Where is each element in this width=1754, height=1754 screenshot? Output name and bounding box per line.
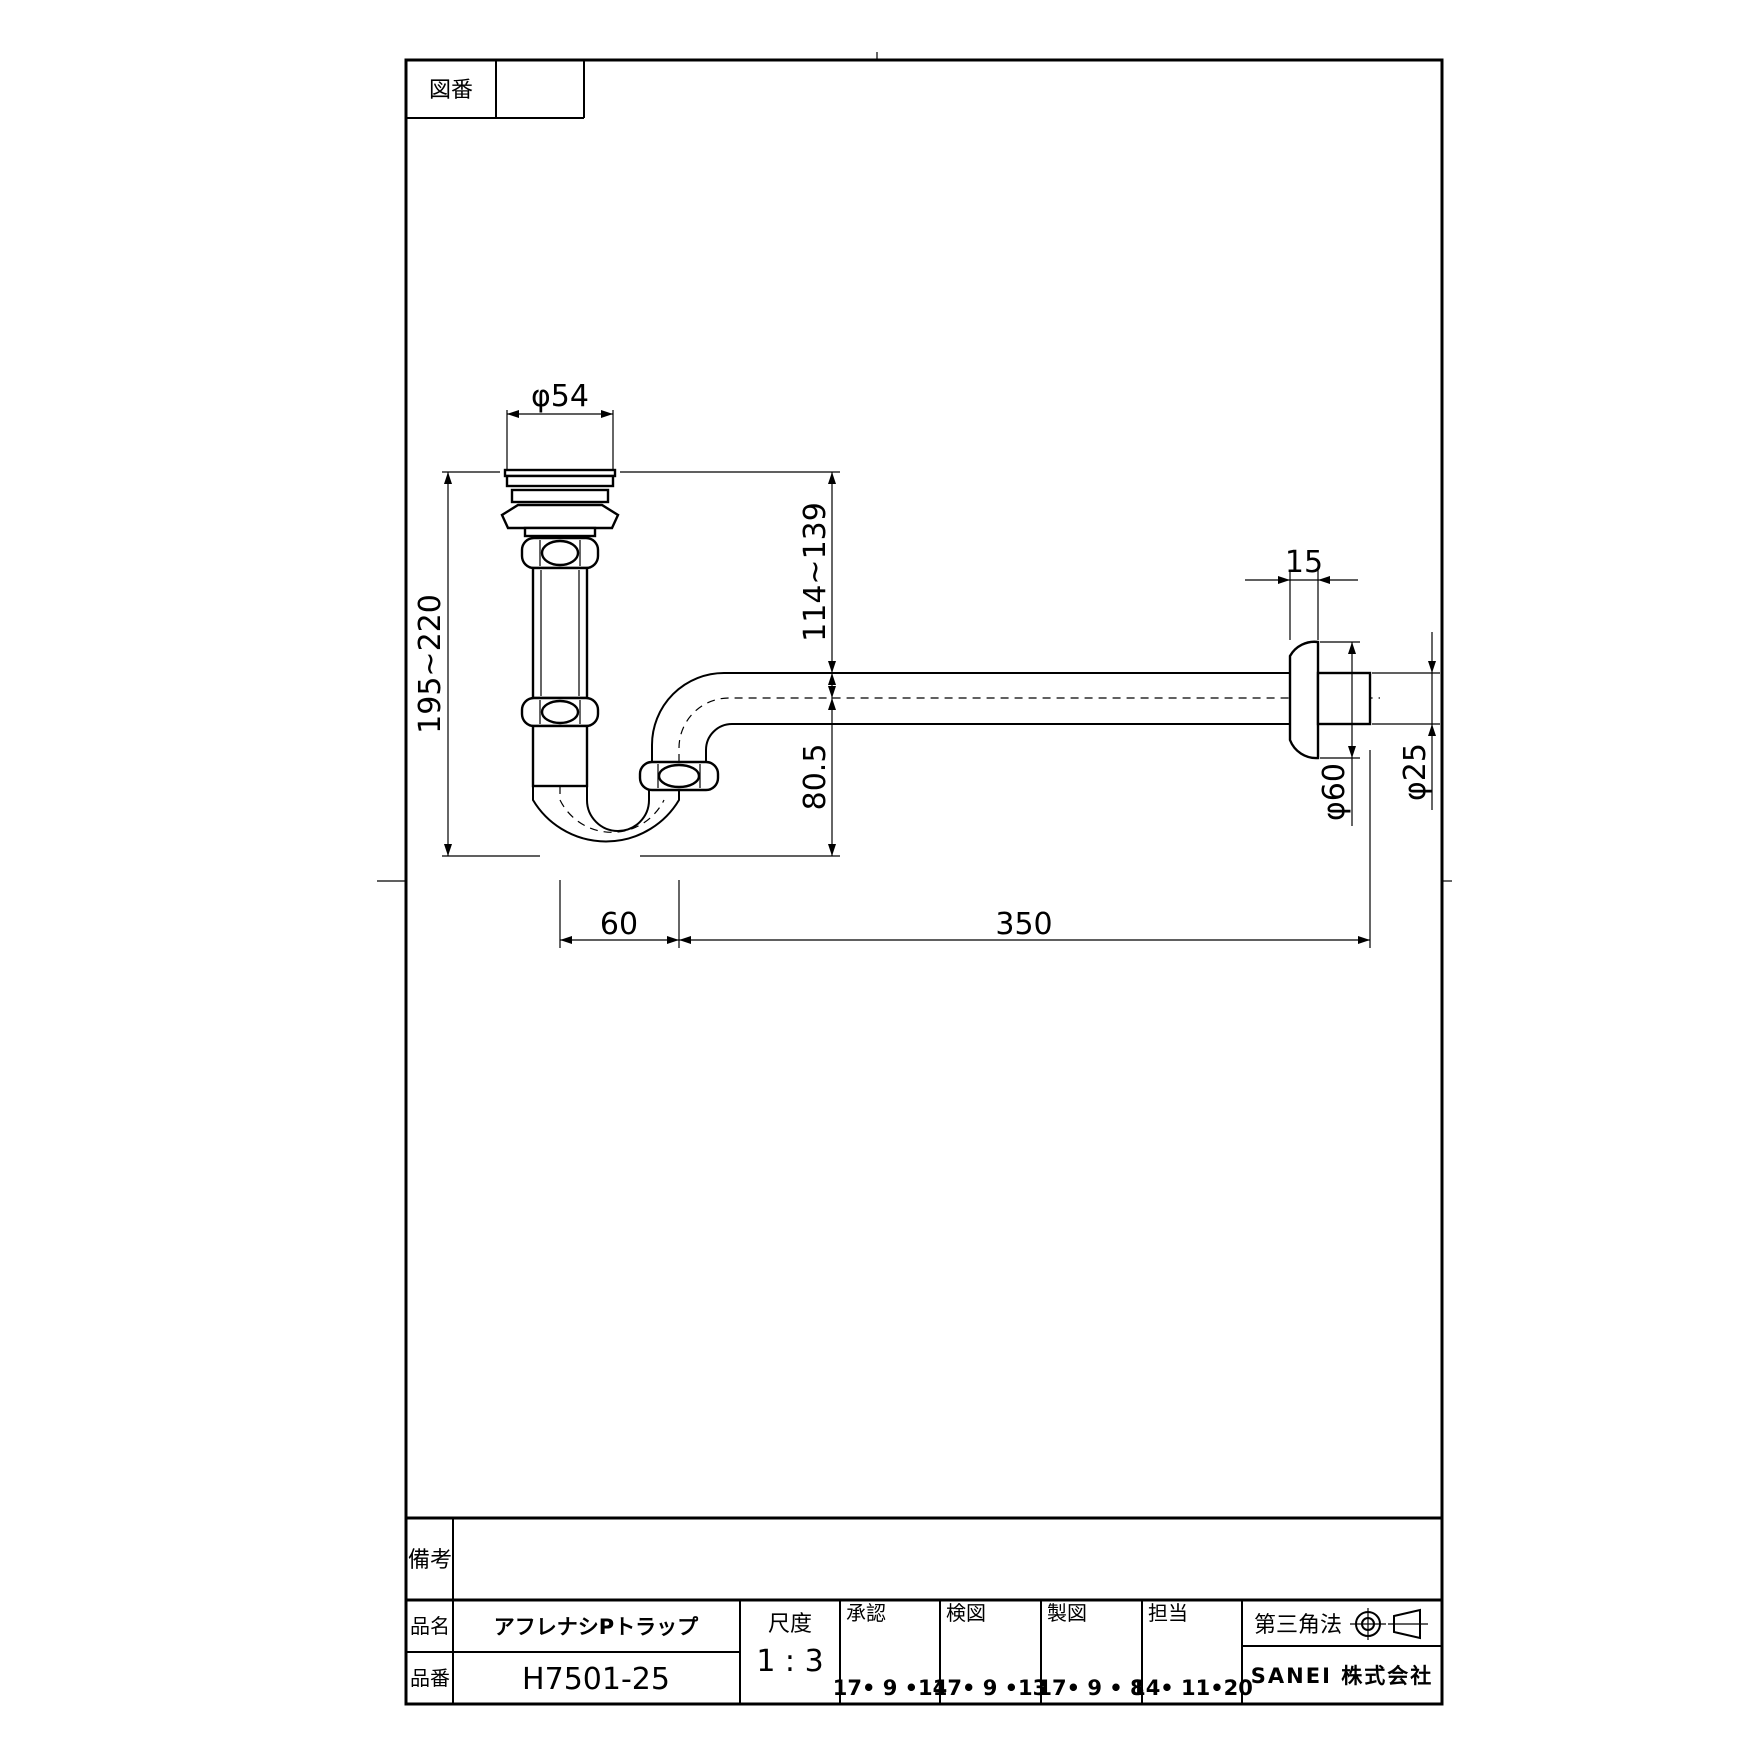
dim-top-diameter: φ54 xyxy=(531,379,589,414)
elbow-outer xyxy=(651,672,1290,762)
u-bend-inner xyxy=(586,780,650,832)
dim-pipe-diameter: φ25 xyxy=(1398,743,1433,801)
middle-nut xyxy=(520,696,600,728)
p-trap-drawing xyxy=(500,468,1380,843)
dim-upper-height: 114~139 xyxy=(798,502,833,642)
u-bend-outer xyxy=(532,780,680,843)
third-angle-projection-symbol xyxy=(1350,1608,1428,1640)
product-number-label: 品番 xyxy=(410,1666,450,1690)
upper-nut xyxy=(520,536,600,570)
u-bend-centerline xyxy=(559,786,665,833)
check-date: 17• 9 •13 xyxy=(933,1676,1048,1700)
remarks-label: 備考 xyxy=(408,1548,452,1573)
person-date: 14• 11•20 xyxy=(1131,1676,1253,1700)
check-label: 検図 xyxy=(946,1601,986,1625)
person-label: 担当 xyxy=(1148,1601,1188,1625)
wall-flange xyxy=(1288,640,1320,760)
approval-label: 承認 xyxy=(846,1601,886,1625)
company-name: SANEI 株式会社 xyxy=(1251,1664,1433,1688)
drawing-number-box: 図番 xyxy=(406,60,585,119)
drawing-number-label: 図番 xyxy=(429,78,473,103)
top-cap xyxy=(505,474,615,488)
pipe-centerline xyxy=(678,697,1380,762)
dimensions: φ54 195~220 114~139 80.5 15 φ60 φ25 xyxy=(413,379,1440,948)
title-block: 備考 品名 アフレナシPトラップ 品番 H7501-25 尺度 1 : 3 承認… xyxy=(406,1516,1442,1704)
drafting-date: 17• 9 • 8 xyxy=(1037,1676,1144,1700)
drafting-label: 製図 xyxy=(1047,1601,1087,1625)
approval-date: 17• 9 •14 xyxy=(833,1676,948,1700)
product-name: アフレナシPトラップ xyxy=(494,1615,699,1639)
top-washer xyxy=(510,488,610,504)
dim-bend-width: 60 xyxy=(600,907,638,942)
dim-total-height: 195~220 xyxy=(413,594,448,734)
top-collar xyxy=(523,526,597,538)
scale-label: 尺度 xyxy=(768,1612,812,1637)
dim-flange-diameter: φ60 xyxy=(1317,763,1352,821)
dim-lower-height: 80.5 xyxy=(798,744,833,811)
projection-label: 第三角法 xyxy=(1254,1613,1342,1638)
scale-value: 1 : 3 xyxy=(756,1644,823,1679)
product-number: H7501-25 xyxy=(522,1662,670,1697)
pipe-end xyxy=(1316,671,1372,726)
lower-tailpipe xyxy=(531,724,589,788)
dim-horizontal-length: 350 xyxy=(995,907,1052,942)
vertical-tailpipe xyxy=(531,566,589,700)
product-name-label: 品名 xyxy=(410,1614,450,1638)
bend-nut xyxy=(638,760,720,792)
drawing-frame xyxy=(404,58,1444,1706)
elbow-inner xyxy=(705,723,1290,762)
dim-flange-width: 15 xyxy=(1285,545,1323,580)
top-locknut xyxy=(500,503,620,530)
